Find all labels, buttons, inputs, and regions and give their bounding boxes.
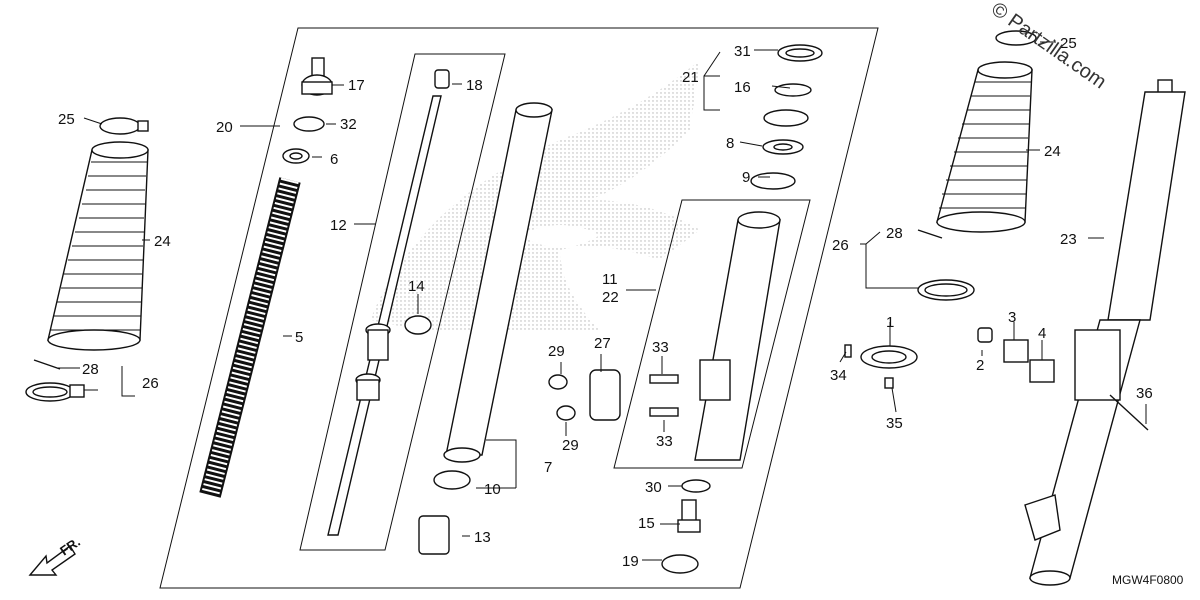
- slide-bushing: [433, 470, 471, 490]
- axle-holder: [548, 369, 679, 421]
- callout: 31: [734, 43, 751, 60]
- callout: 29: [562, 437, 579, 454]
- bracket-a: [1003, 339, 1029, 363]
- right-fork-boot: [936, 30, 1037, 233]
- bracket-bolt: [1109, 394, 1149, 431]
- assembly-frame: [159, 27, 879, 589]
- inner-tube: [418, 102, 553, 555]
- piston-ring: [404, 315, 432, 335]
- callout: 33: [656, 433, 673, 450]
- subassembly-11-frame: [613, 199, 811, 469]
- callout: 5: [295, 329, 303, 346]
- o-ring: [293, 116, 325, 132]
- callout: 35: [886, 415, 903, 432]
- left-fork-boot: [25, 117, 149, 402]
- callout: 7: [544, 459, 552, 476]
- diagram-code: MGW4F0800: [1112, 573, 1184, 587]
- callout: 26: [832, 237, 849, 254]
- drain-bolt: [677, 499, 701, 533]
- callout: 23: [1060, 231, 1077, 248]
- callout: 32: [340, 116, 357, 133]
- callout: 34: [830, 367, 847, 384]
- seal-stack: [750, 44, 823, 190]
- callout: 11: [602, 271, 618, 288]
- callout: 9: [742, 169, 750, 186]
- bracket-b: [1029, 359, 1055, 383]
- callout-labels: 25 20 17 32 6 18 12 14 5 24 28 26 31 21 …: [58, 35, 1153, 570]
- callout: 33: [652, 339, 669, 356]
- subassembly-12-frame: [299, 53, 506, 551]
- clamp-bolt: [844, 344, 852, 358]
- callout: 19: [622, 553, 639, 570]
- collar: [977, 327, 993, 343]
- callout: 10: [484, 481, 501, 498]
- callout: 8: [726, 135, 734, 152]
- callout: 15: [638, 515, 655, 532]
- callout: 30: [645, 479, 662, 496]
- assembled-fork-leg: [1024, 79, 1186, 586]
- leader-lines: [58, 41, 1147, 561]
- callout: 20: [216, 119, 233, 136]
- callout: 13: [474, 529, 491, 546]
- callout: 1: [886, 314, 894, 331]
- callout: 29: [548, 343, 565, 360]
- dust-seal: [661, 554, 699, 574]
- callout: 14: [408, 278, 425, 295]
- callout: 24: [1044, 143, 1061, 160]
- callout: 4: [1038, 325, 1046, 342]
- callout: 22: [602, 289, 619, 306]
- callout: 18: [466, 77, 483, 94]
- fork-spring: [199, 177, 301, 498]
- callout: 16: [734, 79, 751, 96]
- damper-rod: [327, 69, 450, 536]
- gasket: [681, 479, 711, 493]
- front-direction-arrow: FR.: [28, 534, 83, 576]
- oil-lock-piece: [418, 515, 450, 555]
- callout: 25: [58, 111, 75, 128]
- callout: 26: [142, 375, 159, 392]
- callout: 6: [330, 151, 338, 168]
- callout: 28: [886, 225, 903, 242]
- callout: 21: [682, 69, 699, 86]
- callout: 3: [1008, 309, 1016, 326]
- callout: 17: [348, 77, 365, 94]
- callout: 12: [330, 217, 347, 234]
- callout: 36: [1136, 385, 1153, 402]
- callout: 2: [976, 357, 984, 374]
- fork-bolt: [301, 57, 333, 96]
- callout: 28: [82, 361, 99, 378]
- callout: 25: [1060, 35, 1077, 52]
- callout: 27: [594, 335, 611, 352]
- callout: 24: [154, 233, 171, 250]
- outer-tube: [694, 211, 781, 461]
